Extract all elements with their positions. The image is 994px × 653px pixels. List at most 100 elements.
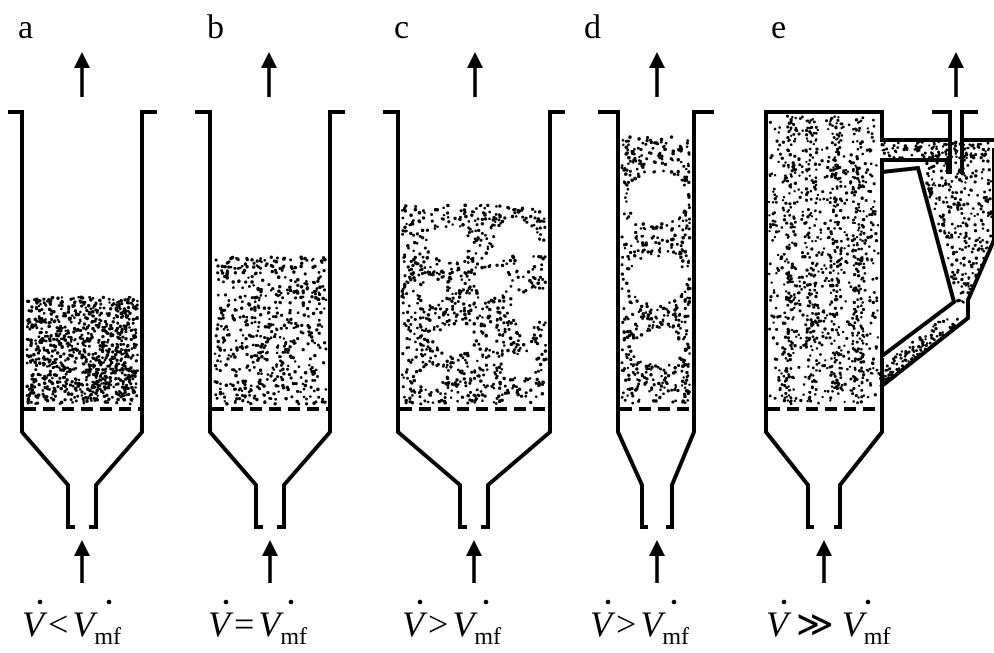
particle — [857, 166, 861, 170]
particle — [839, 386, 843, 390]
particle — [687, 300, 691, 304]
particle — [515, 342, 519, 347]
particle — [800, 217, 804, 221]
particle — [674, 252, 677, 255]
particle — [127, 348, 131, 352]
particle — [424, 388, 427, 392]
particle — [36, 396, 40, 400]
particle — [797, 299, 801, 302]
particle — [499, 362, 503, 366]
particle — [514, 215, 518, 218]
particle — [678, 312, 682, 316]
particle — [829, 196, 832, 200]
particle — [981, 238, 984, 242]
particle — [875, 276, 879, 280]
particle — [401, 287, 405, 291]
particle — [59, 368, 63, 372]
particle — [816, 235, 820, 239]
particle — [639, 147, 643, 152]
particle — [840, 306, 843, 310]
particle — [76, 342, 80, 346]
panel-d-outlet-arrow — [649, 52, 665, 97]
particle — [672, 299, 677, 303]
particle — [835, 260, 839, 264]
particle — [986, 159, 990, 163]
particle — [641, 312, 645, 316]
particle — [677, 363, 681, 368]
particle — [53, 394, 57, 398]
particle — [983, 190, 987, 194]
particle — [780, 156, 784, 160]
particle — [836, 137, 839, 140]
particle — [967, 244, 971, 248]
particle — [627, 289, 631, 293]
particle — [34, 363, 39, 367]
particle — [474, 306, 478, 309]
particle — [907, 351, 910, 354]
particle — [792, 351, 795, 355]
particle — [776, 253, 780, 257]
particle — [787, 291, 791, 295]
particle — [670, 246, 673, 249]
particle — [834, 214, 838, 218]
particle — [500, 349, 504, 353]
particle — [502, 376, 506, 381]
particle — [979, 142, 982, 146]
particle — [955, 191, 959, 195]
particle — [317, 271, 321, 274]
particle — [627, 180, 630, 184]
particle — [401, 232, 405, 236]
particle — [72, 304, 76, 308]
particle — [542, 238, 546, 242]
particle — [284, 275, 287, 279]
particle — [851, 140, 855, 144]
particle — [973, 243, 977, 247]
particle — [237, 279, 241, 283]
particle — [403, 395, 406, 399]
particle — [631, 364, 635, 368]
particle — [532, 326, 536, 329]
particle — [269, 255, 273, 259]
particle — [793, 302, 797, 306]
particle — [952, 277, 956, 281]
particle — [853, 367, 857, 371]
particle — [433, 208, 438, 212]
particle — [637, 174, 641, 179]
particle — [274, 314, 278, 319]
particle — [852, 400, 855, 403]
particle — [791, 241, 794, 244]
particle — [790, 134, 793, 137]
particle — [425, 348, 428, 351]
particle — [239, 266, 242, 270]
particle — [830, 141, 834, 145]
particle — [278, 285, 282, 289]
panel-b-letter: b — [207, 9, 224, 46]
particle — [816, 316, 820, 320]
particle — [537, 380, 541, 384]
particle — [63, 314, 68, 318]
particle — [784, 316, 787, 319]
particle — [852, 264, 856, 267]
particle — [801, 149, 805, 153]
particle — [487, 307, 492, 312]
particle — [656, 236, 659, 239]
particle — [776, 315, 780, 319]
particle — [771, 336, 776, 340]
particle — [33, 360, 37, 365]
particle — [540, 219, 544, 223]
particle — [944, 196, 948, 199]
particle — [413, 207, 418, 212]
particle — [224, 363, 228, 367]
particle — [415, 232, 419, 236]
particle — [856, 121, 860, 124]
particle — [468, 381, 472, 385]
particle — [980, 177, 984, 180]
particle — [94, 308, 98, 312]
panel-a-letter: a — [18, 9, 33, 46]
particle — [275, 311, 279, 315]
particle — [502, 299, 506, 303]
particle — [25, 348, 29, 351]
particle — [783, 283, 786, 286]
particle — [306, 342, 310, 346]
particle — [223, 293, 228, 297]
